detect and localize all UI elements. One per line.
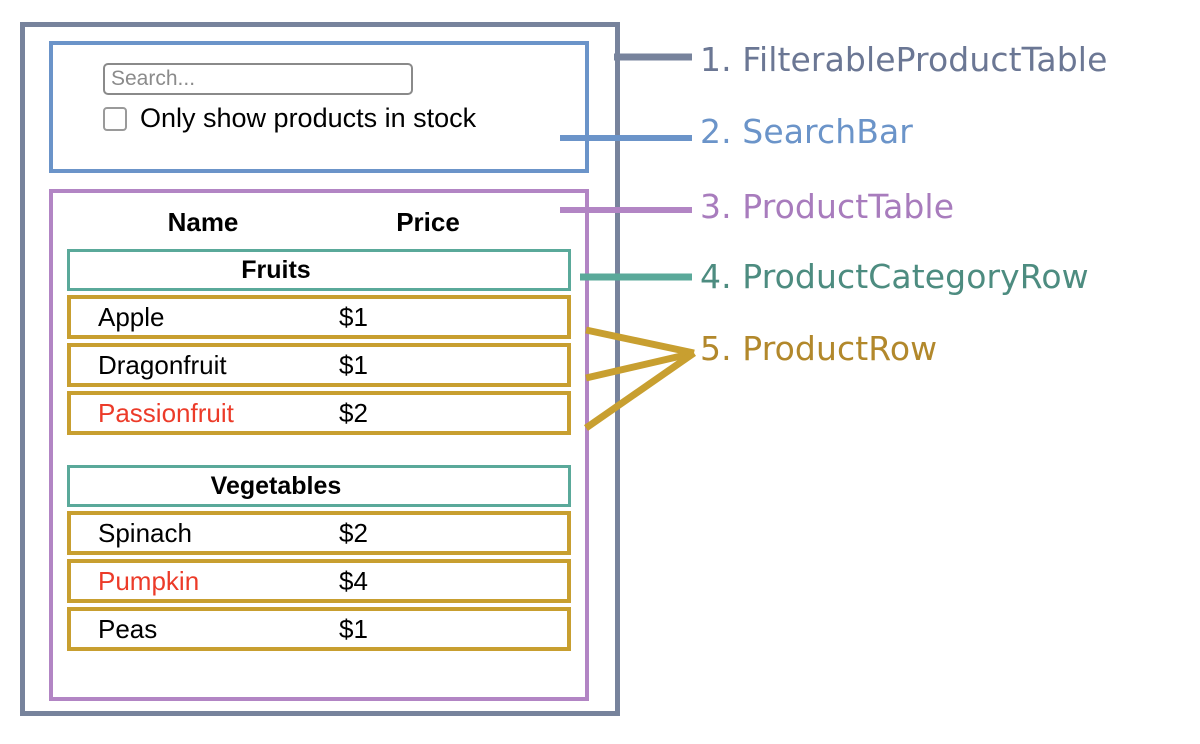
- product-price: $1: [339, 350, 368, 380]
- product-name: Pumpkin: [98, 566, 200, 596]
- in-stock-checkbox[interactable]: [103, 106, 127, 131]
- product-category-row: Fruits: [67, 249, 571, 291]
- product-name: Spinach: [98, 518, 192, 548]
- product-table-frame: Name Price Fruits Apple $1 Dragonfruit $…: [49, 189, 589, 701]
- search-bar-frame: Only show products in stock: [49, 41, 589, 173]
- product-row: Peas $1: [67, 607, 571, 651]
- search-input[interactable]: [103, 63, 413, 95]
- product-name: Dragonfruit: [98, 350, 227, 380]
- product-price: $2: [339, 518, 368, 548]
- product-table-header: Name Price: [53, 203, 585, 241]
- column-header-price: Price: [396, 207, 460, 237]
- annotation-label-search-bar: 2. SearchBar: [700, 112, 913, 151]
- filterable-product-table-frame: Only show products in stock Name Price F…: [20, 22, 620, 716]
- product-name: Apple: [98, 302, 165, 332]
- annotation-label-product-category-row: 4. ProductCategoryRow: [700, 257, 1089, 296]
- product-price: $1: [339, 302, 368, 332]
- product-row: Apple $1: [67, 295, 571, 339]
- product-category-row: Vegetables: [67, 465, 571, 507]
- product-row: Dragonfruit $1: [67, 343, 571, 387]
- annotation-label-product-table: 3. ProductTable: [700, 187, 955, 226]
- in-stock-checkbox-label: Only show products in stock: [140, 103, 477, 133]
- stock-filter-row[interactable]: Only show products in stock: [103, 105, 476, 132]
- product-category-label: Fruits: [241, 255, 311, 284]
- annotation-label-product-row: 5. ProductRow: [700, 329, 938, 368]
- product-name: Passionfruit: [98, 398, 234, 428]
- product-price: $4: [339, 566, 368, 596]
- product-price: $2: [339, 398, 368, 428]
- product-row: Spinach $2: [67, 511, 571, 555]
- product-category-label: Vegetables: [210, 471, 342, 500]
- annotation-label-filterable-product-table: 1. FilterableProductTable: [700, 40, 1108, 79]
- product-price: $1: [339, 614, 368, 644]
- product-name: Peas: [98, 614, 158, 644]
- product-row: Pumpkin $4: [67, 559, 571, 603]
- column-header-name: Name: [167, 207, 239, 237]
- product-rows-area: Fruits Apple $1 Dragonfruit $1 Passionfr…: [67, 249, 571, 655]
- product-row: Passionfruit $2: [67, 391, 571, 435]
- category-group-spacer: [67, 439, 571, 465]
